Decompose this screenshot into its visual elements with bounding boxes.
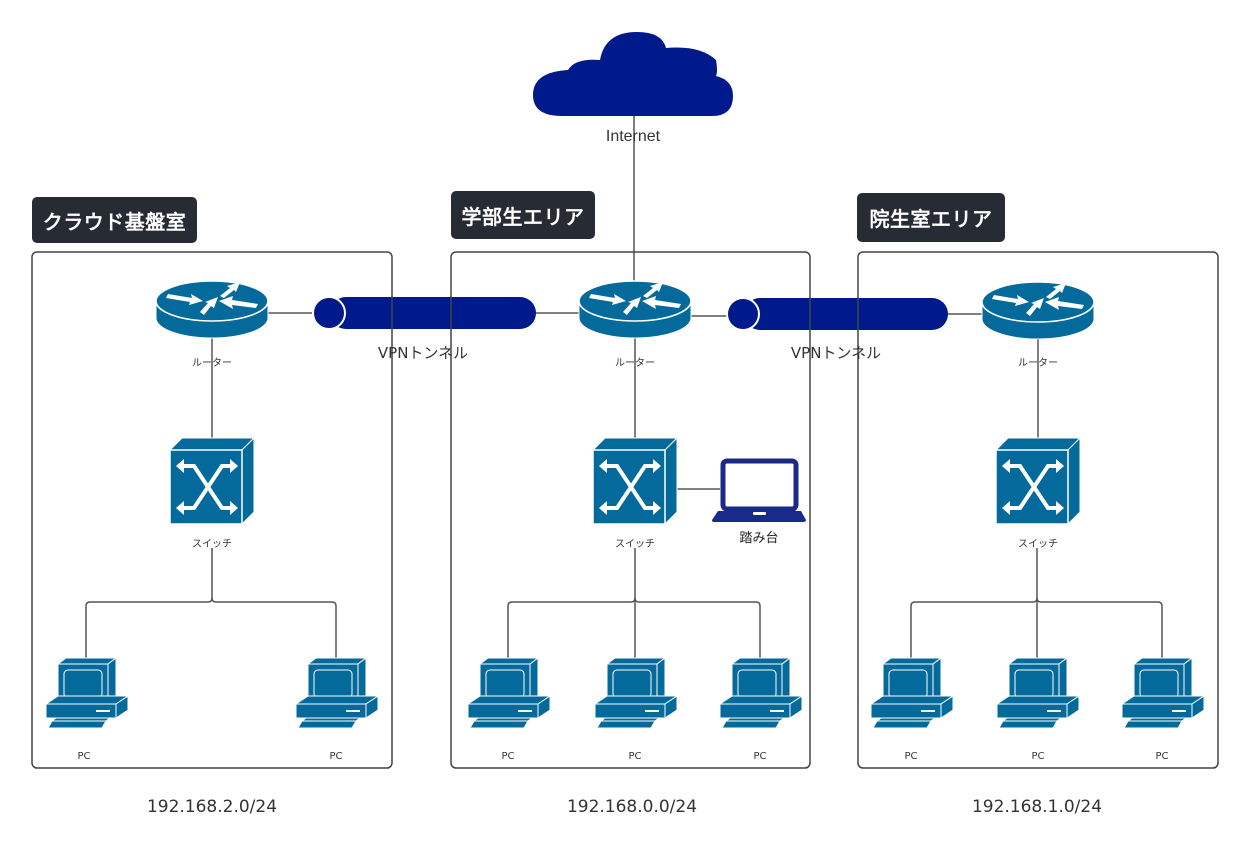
pc-label: PC bbox=[1031, 751, 1045, 762]
router-icon bbox=[981, 281, 1095, 340]
tunnel-end-cap bbox=[312, 296, 346, 330]
tunnel-body bbox=[744, 298, 948, 330]
pc-icon bbox=[1121, 657, 1205, 729]
subnet-label: 192.168.2.0/24 bbox=[146, 797, 278, 817]
pc-icon bbox=[467, 657, 551, 729]
pc-icon bbox=[295, 657, 379, 729]
subnet-label: 192.168.1.0/24 bbox=[971, 797, 1103, 817]
vpn-tunnel-left bbox=[312, 296, 536, 330]
pc-label: PC bbox=[753, 751, 767, 762]
area-title-undergrad: 学部生エリア bbox=[451, 191, 595, 239]
switch-icon bbox=[168, 436, 256, 526]
area-title-cloud-room: クラウド基盤室 bbox=[32, 197, 197, 243]
tunnel-end-cap bbox=[726, 297, 760, 331]
laptop-icon bbox=[712, 458, 806, 522]
jump-host-label: 踏み台 bbox=[739, 531, 779, 546]
pc-label: PC bbox=[628, 751, 642, 762]
link-mid-switch-pc1 bbox=[507, 597, 636, 660]
pc-label: PC bbox=[1155, 751, 1169, 762]
router-label: ルーター bbox=[192, 358, 232, 369]
switch-label: スイッチ bbox=[192, 539, 232, 550]
vpn-tunnel-right bbox=[726, 297, 948, 331]
tunnel-body bbox=[330, 297, 536, 329]
internet-label: Internet bbox=[605, 128, 661, 145]
cloud-icon bbox=[533, 32, 733, 116]
router-icon bbox=[155, 280, 269, 339]
pc-icon bbox=[594, 657, 678, 729]
switch-icon bbox=[591, 436, 679, 526]
pc-icon bbox=[870, 657, 954, 729]
pc-label: PC bbox=[77, 751, 91, 762]
link-mid-switch-pc3 bbox=[634, 597, 761, 660]
pc-icon bbox=[996, 657, 1080, 729]
switch-label: スイッチ bbox=[1018, 539, 1058, 550]
link-left-switch-pc1 bbox=[85, 548, 213, 660]
router-label: ルーター bbox=[615, 358, 655, 369]
link-right-switch-pc1 bbox=[910, 597, 1038, 660]
connection-lines bbox=[85, 60, 1163, 660]
pc-label: PC bbox=[904, 751, 918, 762]
router-icon bbox=[578, 280, 692, 339]
area-box-undergrad bbox=[450, 251, 811, 769]
link-right-switch-pc3 bbox=[1036, 597, 1163, 660]
pc-icon bbox=[719, 657, 803, 729]
router-label: ルーター bbox=[1018, 358, 1058, 369]
pc-label: PC bbox=[501, 751, 515, 762]
subnet-label: 192.168.0.0/24 bbox=[566, 797, 698, 817]
switch-icon bbox=[994, 436, 1082, 526]
link-left-switch-pc2 bbox=[211, 597, 337, 660]
area-box-cloud-room bbox=[31, 251, 393, 769]
vpn-tunnel-label: VPNトンネル bbox=[790, 344, 882, 362]
pc-label: PC bbox=[329, 751, 343, 762]
switch-label: スイッチ bbox=[615, 539, 655, 550]
area-title-grad: 院生室エリア bbox=[857, 193, 1005, 242]
area-box-grad bbox=[857, 251, 1219, 769]
vpn-tunnel-label: VPNトンネル bbox=[377, 344, 469, 362]
pc-icon bbox=[45, 657, 129, 729]
